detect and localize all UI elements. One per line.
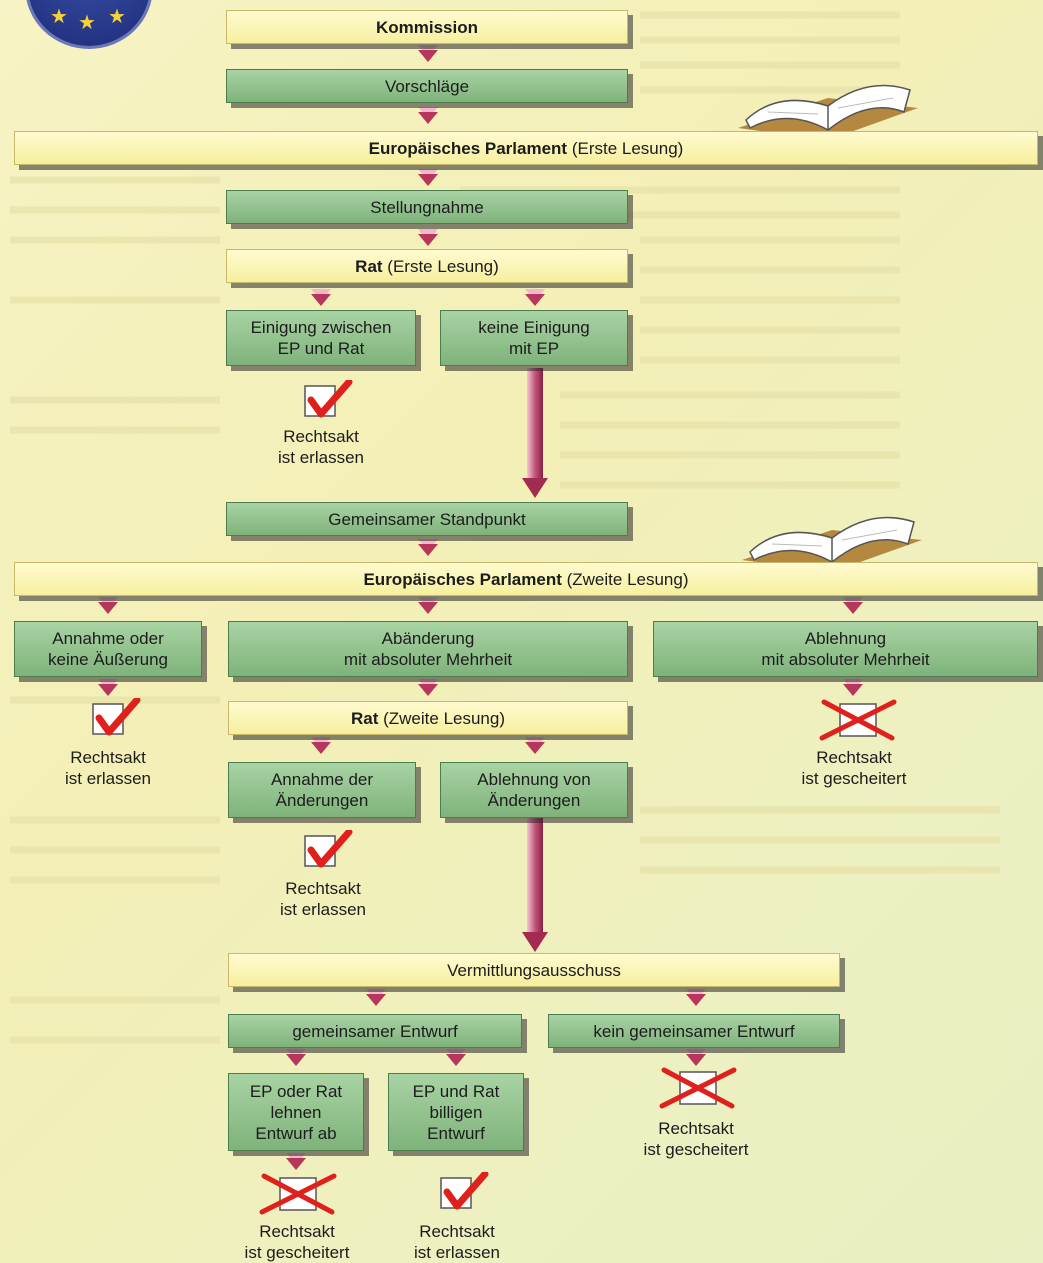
- outcome-label-erlassen: Rechtsakt ist erlassen: [280, 879, 366, 919]
- outcome-label-gescheitert: Rechtsakt ist gescheitert: [244, 1222, 350, 1262]
- checkmark-icon: [304, 380, 353, 418]
- arrow-shaft-ablehnung-aenderungen: [522, 818, 548, 952]
- flow-arrow: [525, 742, 545, 754]
- flow-arrow: [311, 742, 331, 754]
- box-vorschlaege: Vorschläge: [226, 69, 628, 103]
- cross-icon: [659, 1067, 737, 1109]
- box-einigung: Einigung zwischen EP und Rat: [226, 310, 416, 366]
- box-vermittlungsausschuss: Vermittlungsausschuss: [228, 953, 840, 987]
- outcome-label-erlassen: Rechtsakt ist erlassen: [65, 748, 151, 788]
- flow-arrow: [418, 174, 438, 186]
- box-stellungnahme: Stellungnahme: [226, 190, 628, 224]
- box-gemeinsamer-entwurf: gemeinsamer Entwurf: [228, 1014, 522, 1048]
- outcome-label-erlassen: Rechtsakt ist erlassen: [414, 1222, 500, 1262]
- checkmark-icon: [304, 830, 353, 868]
- checkmark-icon: [92, 698, 141, 736]
- box-annahme-aenderungen: Annahme der Änderungen: [228, 762, 416, 818]
- box-ablehnung: Ablehnung mit absoluter Mehrheit: [653, 621, 1038, 677]
- box-annahme-keine-aeusserung: Annahme oder keine Äußerung: [14, 621, 202, 677]
- flow-arrow: [686, 1054, 706, 1066]
- cross-icon: [259, 1173, 337, 1215]
- outcome-label-erlassen: Rechtsakt ist erlassen: [278, 427, 364, 467]
- flow-arrow: [843, 684, 863, 696]
- box-ep-und-rat-billigen: EP und Rat billigen Entwurf: [388, 1073, 524, 1151]
- flow-arrow: [418, 602, 438, 614]
- flow-arrow: [686, 994, 706, 1006]
- open-book-icon: [742, 516, 922, 572]
- box-ep-erste-lesung: Europäisches Parlament (Erste Lesung): [14, 131, 1038, 165]
- flow-arrow: [366, 994, 386, 1006]
- flow-arrow: [446, 1054, 466, 1066]
- flow-arrow: [98, 602, 118, 614]
- box-abaenderung: Abänderung mit absoluter Mehrheit: [228, 621, 628, 677]
- flow-arrow: [286, 1054, 306, 1066]
- box-rat-erste-lesung: Rat (Erste Lesung): [226, 249, 628, 283]
- flow-arrow: [418, 684, 438, 696]
- flow-arrow: [843, 602, 863, 614]
- box-kein-gemeinsamer-entwurf: kein gemeinsamer Entwurf: [548, 1014, 840, 1048]
- box-ep-oder-rat-lehnen-ab: EP oder Rat lehnen Entwurf ab: [228, 1073, 364, 1151]
- open-book-icon: [738, 84, 918, 140]
- flow-arrow: [525, 294, 545, 306]
- arrow-shaft-keine-einigung: [522, 368, 548, 498]
- box-gemeinsamer-standpunkt: Gemeinsamer Standpunkt: [226, 502, 628, 536]
- box-ep-zweite-lesung: Europäisches Parlament (Zweite Lesung): [14, 562, 1038, 596]
- box-keine-einigung: keine Einigung mit EP: [440, 310, 628, 366]
- flow-arrow: [418, 112, 438, 124]
- eu-logo: ★ ★ ★: [28, 0, 150, 46]
- flow-arrow: [286, 1158, 306, 1170]
- cross-icon: [819, 699, 897, 741]
- flow-arrow: [418, 234, 438, 246]
- box-ablehnung-aenderungen: Ablehnung von Änderungen: [440, 762, 628, 818]
- box-kommission: Kommission: [226, 10, 628, 44]
- checkmark-icon: [440, 1172, 489, 1210]
- flow-arrow: [418, 50, 438, 62]
- outcome-label-gescheitert: Rechtsakt ist gescheitert: [801, 748, 907, 788]
- flow-arrow: [98, 684, 118, 696]
- flow-arrow: [418, 544, 438, 556]
- box-rat-zweite-lesung: Rat (Zweite Lesung): [228, 701, 628, 735]
- flow-arrow: [311, 294, 331, 306]
- outcome-label-gescheitert: Rechtsakt ist gescheitert: [643, 1119, 749, 1159]
